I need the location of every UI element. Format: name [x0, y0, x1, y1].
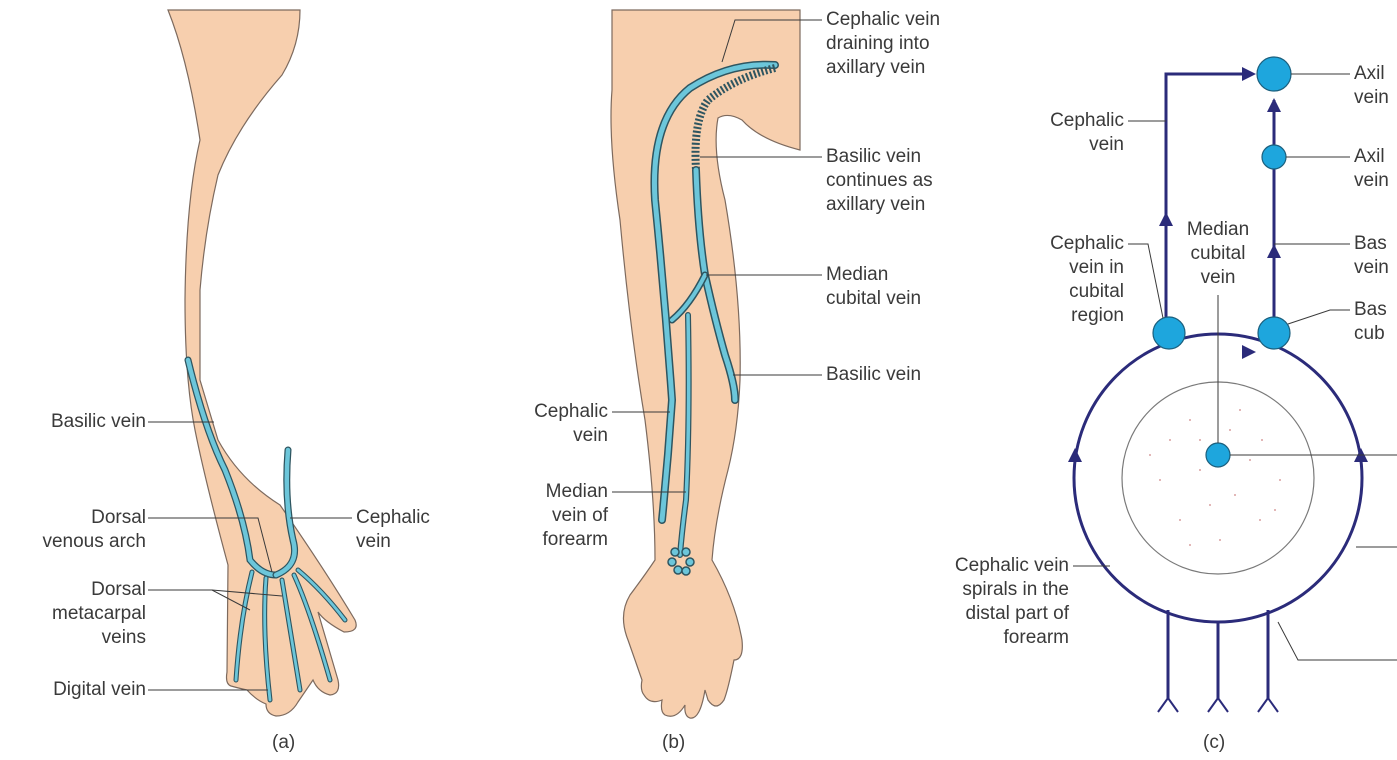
label-axillary-top-c: Axil vein	[1354, 62, 1397, 110]
label-dorsal-venous-arch-a: Dorsal venous arch	[2, 506, 146, 554]
label-basilic-vein-a: Basilic vein	[2, 410, 146, 434]
panel-b-arm	[611, 10, 822, 718]
tributary-ends-c	[1158, 698, 1278, 712]
caption-c: (c)	[1203, 732, 1225, 754]
label-dorsal-metacarpal-veins-a: Dorsal metacarpal veins	[2, 578, 146, 650]
arm-a-outline	[168, 10, 356, 716]
arm-b-outline	[611, 10, 800, 718]
node-axillary-top	[1257, 57, 1291, 91]
node-median-cubital	[1206, 443, 1230, 467]
node-axillary-mid	[1262, 145, 1286, 169]
caption-b: (b)	[662, 732, 685, 754]
label-digital-vein-a: Digital vein	[2, 678, 146, 702]
node-basilic-cubital	[1258, 317, 1290, 349]
node-cephalic-cubital	[1153, 317, 1185, 349]
label-cephalic-cubital-c: Cephalic vein in cubital region	[1010, 232, 1124, 328]
label-cephalic-spiral-c: Cephalic vein spirals in the distal part…	[920, 554, 1069, 650]
label-basilic-vein-b: Basilic vein	[826, 363, 996, 387]
label-cephalic-vein-a: Cephalic vein	[356, 506, 476, 554]
label-cephalic-vein-c: Cephalic vein	[1010, 109, 1124, 157]
label-cephalic-axillary-b: Cephalic vein draining into axillary vei…	[826, 8, 996, 80]
label-median-cubital-c: Median cubital vein	[1172, 218, 1264, 290]
label-median-cubital-b: Median cubital vein	[826, 263, 996, 311]
label-cephalic-vein-b: Cephalic vein	[490, 400, 608, 448]
label-axillary-mid-c: Axil vein	[1354, 145, 1397, 193]
label-median-forearm-b: Median vein of forearm	[490, 480, 608, 552]
caption-a: (a)	[272, 732, 295, 754]
panel-a-arm	[148, 10, 356, 716]
label-basilic-axillary-b: Basilic vein continues as axillary vein	[826, 145, 996, 217]
label-basilic-vein-c: Bas vein	[1354, 232, 1397, 280]
label-basilic-cubital-c: Bas cub	[1354, 298, 1397, 346]
